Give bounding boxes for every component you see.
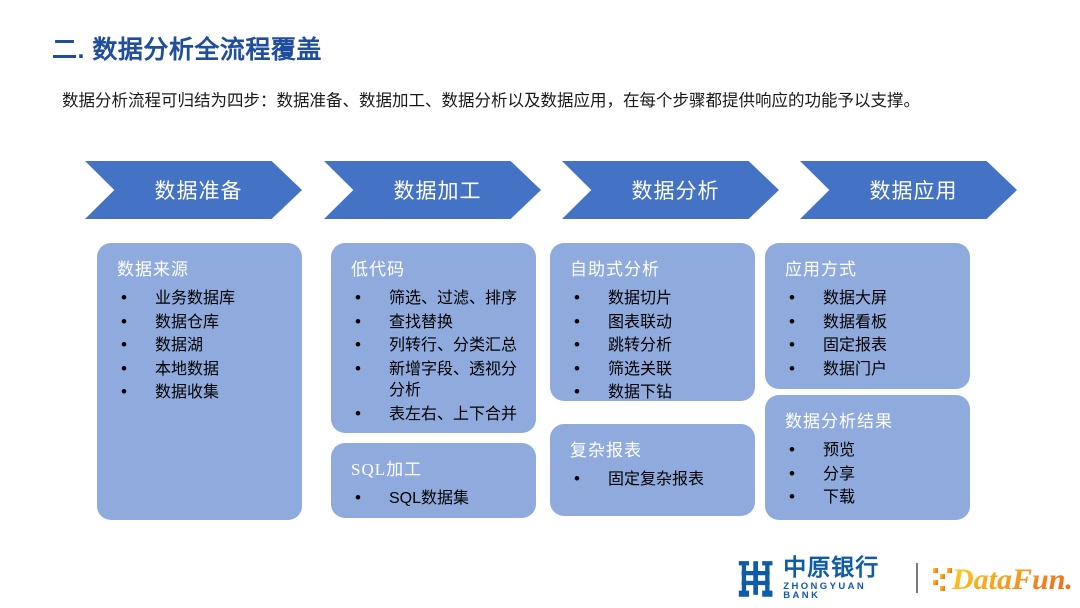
list-item: 预览: [779, 439, 960, 463]
bank-wordmark: 中原银行 ZHONGYUAN BANK: [783, 553, 900, 601]
list-item: 固定复杂报表: [564, 468, 745, 492]
process-step-1[interactable]: 数据准备: [85, 161, 302, 219]
card-title: SQL加工: [351, 460, 423, 479]
card-item-list: SQL数据集: [345, 487, 526, 511]
card-sql-processing: SQL加工 SQL数据集: [331, 443, 536, 518]
list-item: 列转行、分类汇总: [345, 334, 526, 358]
list-item: 查找替换: [345, 311, 526, 335]
process-step-3-label: 数据分析: [631, 179, 720, 203]
list-item: 数据切片: [564, 287, 745, 311]
process-step-1-label: 数据准备: [154, 179, 243, 203]
list-item: 数据大屏: [779, 287, 960, 311]
process-step-3[interactable]: 数据分析: [562, 161, 779, 219]
process-step-4-label: 数据应用: [869, 179, 958, 203]
card-item-list: 业务数据库 数据仓库 数据湖 本地数据 数据收集: [111, 287, 292, 405]
page-title-number: 二.: [52, 36, 85, 64]
list-item: 数据门户: [779, 358, 960, 382]
process-chevron-row: 数据准备 数据加工 数据分析 数据应用: [85, 161, 1030, 219]
list-item: 图表联动: [564, 311, 745, 335]
page-title-text: 数据分析全流程覆盖: [92, 36, 322, 64]
card-application-mode: 应用方式 数据大屏 数据看板 固定报表 数据门户: [765, 243, 970, 389]
list-item: 数据湖: [111, 334, 292, 358]
card-data-source: 数据来源 业务数据库 数据仓库 数据湖 本地数据 数据收集: [97, 243, 302, 520]
card-item-list: 筛选、过滤、排序 查找替换 列转行、分类汇总 新增字段、透视分 分析 表左右、上…: [345, 287, 526, 427]
list-item: 数据仓库: [111, 311, 292, 335]
list-item: 下载: [779, 486, 960, 510]
list-item: 本地数据: [111, 358, 292, 382]
card-item-list: 固定复杂报表: [564, 468, 745, 492]
bank-name-cn: 中原银行: [783, 553, 880, 580]
card-title: 复杂报表: [570, 441, 642, 460]
card-analysis-result: 数据分析结果 预览 分享 下载: [765, 395, 970, 520]
list-item: 固定报表: [779, 334, 960, 358]
card-title: 低代码: [351, 260, 405, 279]
card-self-service-analysis: 自助式分析 数据切片 图表联动 跳转分析 筛选关联 数据下钻: [550, 243, 755, 403]
card-title: 数据分析结果: [785, 412, 893, 431]
process-step-2[interactable]: 数据加工: [324, 161, 541, 219]
process-step-4[interactable]: 数据应用: [800, 161, 1017, 219]
datafun-text: DataFun.: [951, 563, 1073, 596]
list-item: 业务数据库: [111, 287, 292, 311]
card-title: 应用方式: [785, 260, 857, 279]
page-title: 二. 数据分析全流程覆盖: [52, 30, 322, 66]
card-title: 自助式分析: [570, 260, 660, 279]
list-item: 数据收集: [111, 381, 292, 405]
datafun-wordmark-icon: DataFun.: [933, 563, 1073, 596]
bank-name-en: ZHONGYUAN BANK: [783, 580, 867, 601]
list-item: 表左右、上下合并: [345, 403, 526, 427]
footer-logos: 中原银行 ZHONGYUAN BANK DataFun.: [736, 553, 1080, 601]
card-complex-report: 复杂报表 固定复杂报表: [550, 424, 755, 516]
card-title: 数据来源: [117, 260, 189, 279]
list-item-continuation: 分析: [389, 382, 422, 399]
card-low-code: 低代码 筛选、过滤、排序 查找替换 列转行、分类汇总 新增字段、透视分 分析 表…: [331, 243, 536, 433]
list-item: 数据下钻: [564, 381, 745, 405]
list-item: SQL数据集: [345, 487, 526, 511]
list-item: 筛选、过滤、排序: [345, 287, 526, 311]
list-item: 新增字段、透视分: [345, 358, 526, 382]
process-step-2-label: 数据加工: [393, 179, 482, 203]
list-item: 筛选关联: [564, 358, 745, 382]
datafun-logo: DataFun.: [932, 560, 1080, 596]
list-item: 数据看板: [779, 311, 960, 335]
subtitle-paragraph: 数据分析流程可归结为四步：数据准备、数据加工、数据分析以及数据应用，在每个步骤都…: [62, 92, 920, 110]
logo-divider: [916, 563, 918, 593]
list-item: 分享: [779, 463, 960, 487]
card-item-list: 数据大屏 数据看板 固定报表 数据门户: [779, 287, 960, 382]
list-item: 跳转分析: [564, 334, 745, 358]
card-item-list: 预览 分享 下载: [779, 439, 960, 510]
card-item-list: 数据切片 图表联动 跳转分析 筛选关联 数据下钻: [564, 287, 745, 405]
zhongyuan-bank-logo: 中原银行 ZHONGYUAN BANK: [736, 553, 900, 601]
bank-emblem-icon: [738, 561, 773, 597]
